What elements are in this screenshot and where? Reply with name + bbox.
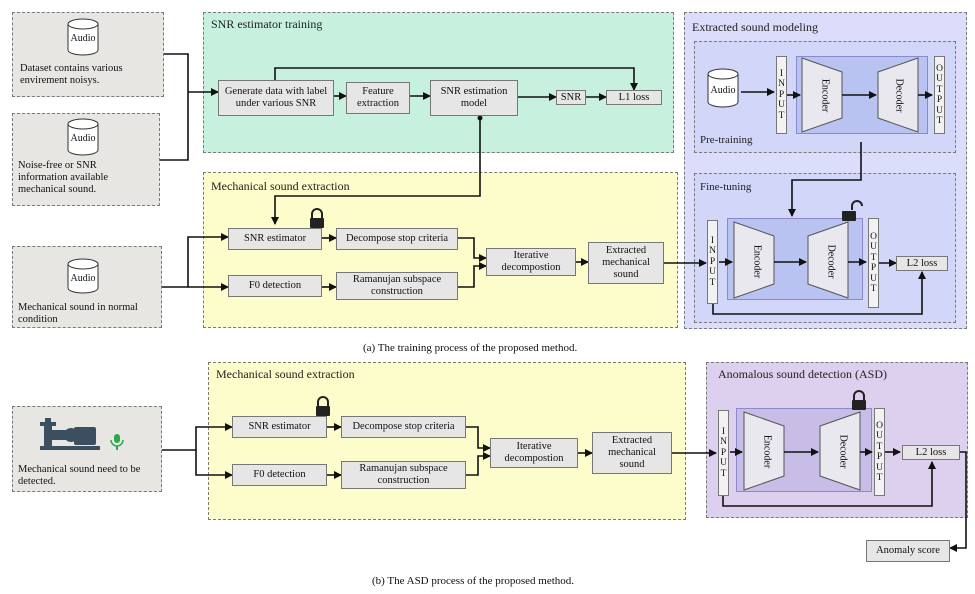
cylinder-icon-pretrain-audio xyxy=(707,68,739,108)
cylinder-icon-dataset xyxy=(67,18,99,56)
asd-input-bar: INPUT xyxy=(718,410,729,496)
l1-loss-box: L1 loss xyxy=(606,90,662,105)
modeling-title: Extracted sound modeling xyxy=(692,20,818,34)
pretraining-title: Pre-training xyxy=(700,134,753,146)
extracted-box-a: Extracted mechanical sound xyxy=(588,242,664,284)
f0-detection-box-b: F0 detection xyxy=(232,464,327,486)
asd-decoder-shape xyxy=(819,411,861,491)
mech-extraction-b-title: Mechanical sound extraction xyxy=(216,367,355,381)
snr-training-title: SNR estimator training xyxy=(211,17,323,31)
asd-encoder-shape xyxy=(743,411,785,491)
stop-criteria-box-a: Decompose stop criteria xyxy=(336,228,458,250)
ramanujan-box-a: Ramanujan subspace construction xyxy=(336,272,458,300)
lock-icon-snr-a xyxy=(310,208,324,228)
cylinder-icon-clean xyxy=(67,118,99,156)
normal-cylinder-label: Audio xyxy=(70,273,96,284)
pretrain-audio-label: Audio xyxy=(710,85,736,96)
lock-icon-snr-b xyxy=(316,396,330,416)
normal-description: Mechanical sound in normal condition xyxy=(18,302,138,325)
snr-estimator-box-a: SNR estimator xyxy=(228,228,322,250)
snr-box: SNR xyxy=(556,90,586,105)
machine-icon xyxy=(40,418,100,450)
f0-detection-box-a: F0 detection xyxy=(228,275,322,297)
caption-a: (a) The training process of the proposed… xyxy=(363,342,578,354)
clean-cylinder-label: Audio xyxy=(70,133,96,144)
mech-extraction-a-title: Mechanical sound extraction xyxy=(211,179,350,193)
arrow-pretrain-to-finetune xyxy=(788,142,862,217)
arrow-input-l2-ft xyxy=(712,271,926,315)
arrow-generate-l1 xyxy=(274,67,638,91)
feature-extraction-box: Feature extraction xyxy=(346,82,410,114)
asd-decoder-label: Decoder xyxy=(837,434,849,469)
ramanujan-box-b: Ramanujan subspace construction xyxy=(341,461,466,489)
lock-icon-asd xyxy=(852,390,866,410)
connector-dataset xyxy=(160,53,189,161)
arrow-model-snrestimator xyxy=(271,118,481,225)
cylinder-icon-normal xyxy=(67,258,99,294)
clean-description: Noise-free or SNR information available … xyxy=(18,160,109,195)
microphone-icon xyxy=(110,434,124,450)
extracted-box-b: Extracted mechanical sound xyxy=(592,432,672,474)
asd-output-bar: OUTPUT xyxy=(874,408,885,496)
connector-detect xyxy=(162,423,233,451)
asd-encoder-label: Encoder xyxy=(761,434,773,469)
l2-loss-box-b: L2 loss xyxy=(902,445,960,460)
detect-description: Mechanical sound need to be detected. xyxy=(18,464,141,487)
iterative-box-a: Iterative decompostion xyxy=(486,248,576,276)
finetune-decoder-label: Decoder xyxy=(825,244,837,279)
pretrain-decoder-label: Decoder xyxy=(893,78,905,113)
connector-detect-f0 xyxy=(195,450,233,479)
finetune-input-bar: INPUT xyxy=(707,220,718,304)
asd-title: Anomalous sound detection (ASD) xyxy=(718,367,887,381)
arrow-stop-iter-a xyxy=(458,237,487,262)
snr-estimator-box-b: SNR estimator xyxy=(232,416,327,438)
pretrain-encoder-shape xyxy=(801,57,843,133)
connector-normal xyxy=(162,233,229,288)
arrow-stop-iter-b xyxy=(466,426,491,452)
unlock-icon-finetune xyxy=(842,200,863,221)
dataset-cylinder-label: Audio xyxy=(70,33,96,44)
anomaly-score-box: Anomaly score xyxy=(866,540,950,562)
junction-dot xyxy=(477,115,483,121)
caption-b: (b) The ASD process of the proposed meth… xyxy=(372,575,575,587)
iterative-box-b: Iterative decompostion xyxy=(490,438,578,468)
generate-data-box: Generate data with label under various S… xyxy=(218,80,334,116)
finetune-encoder-shape xyxy=(733,221,775,299)
finetuning-title: Fine-tuning xyxy=(700,181,752,193)
finetune-encoder-label: Encoder xyxy=(751,244,763,279)
snr-model-box: SNR estimation model xyxy=(430,80,518,116)
stop-criteria-box-b: Decompose stop criteria xyxy=(341,416,466,438)
dataset-description: Dataset contains various envirement nois… xyxy=(20,63,123,86)
arrow-l2-score xyxy=(949,451,967,552)
pretrain-input-bar: INPUT xyxy=(776,56,787,134)
finetune-output-bar: OUTPUT xyxy=(868,218,879,308)
pretrain-decoder-shape xyxy=(877,57,919,133)
pretrain-encoder-label: Encoder xyxy=(819,78,831,113)
pretrain-output-bar: OUTPUT xyxy=(934,56,945,134)
l2-loss-box-a: L2 loss xyxy=(896,256,948,271)
finetune-decoder-shape xyxy=(807,221,849,299)
arrow-ram-iter-a xyxy=(458,262,487,288)
arrow-input-l2-asd xyxy=(722,461,936,507)
arrow-ram-iter-b xyxy=(466,452,491,476)
